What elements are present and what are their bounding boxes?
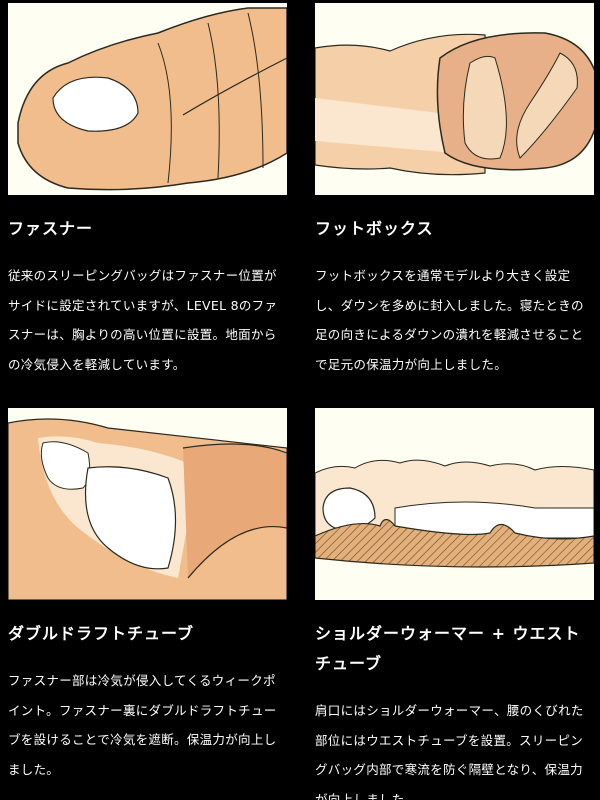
- shoulder-warmer-waist-tube-illustration: [315, 408, 594, 600]
- feature-card-shoulder-warmer-waist-tube: ショルダーウォーマー + ウエストチューブ 肩口にはショルダーウォーマー、腰のく…: [315, 408, 595, 800]
- feature-description: 肩口にはショルダーウォーマー、腰のくびれた部位にはウエストチューブを設置。スリー…: [315, 703, 584, 800]
- sleeping-bag-hood-zipper-illustration: [8, 3, 287, 195]
- feature-title: ファスナー: [8, 219, 94, 238]
- feature-title: ショルダーウォーマー + ウエストチューブ: [315, 624, 581, 673]
- double-draft-tube-illustration: [8, 408, 287, 600]
- feature-title: フットボックス: [315, 219, 434, 238]
- foot-box-illustration: [315, 3, 594, 195]
- feature-title: ダブルドラフトチューブ: [8, 624, 195, 643]
- feature-card-zipper: ファスナー 従来のスリーピングバッグはファスナー位置がサイドに設定されていますが…: [8, 3, 288, 379]
- feature-description: フットボックスを通常モデルより大きく設定し、ダウンを多めに封入しました。寝たとき…: [315, 268, 584, 372]
- feature-description: 従来のスリーピングバッグはファスナー位置がサイドに設定されていますが、LEVEL…: [8, 268, 278, 372]
- feature-card-double-draft-tube: ダブルドラフトチューブ ファスナー部は冷気が侵入してくるウィークポイント。ファス…: [8, 408, 288, 784]
- feature-card-footbox: フットボックス フットボックスを通常モデルより大きく設定し、ダウンを多めに封入し…: [315, 3, 595, 379]
- feature-description: ファスナー部は冷気が侵入してくるウィークポイント。ファスナー裏にダブルドラフトチ…: [8, 673, 277, 777]
